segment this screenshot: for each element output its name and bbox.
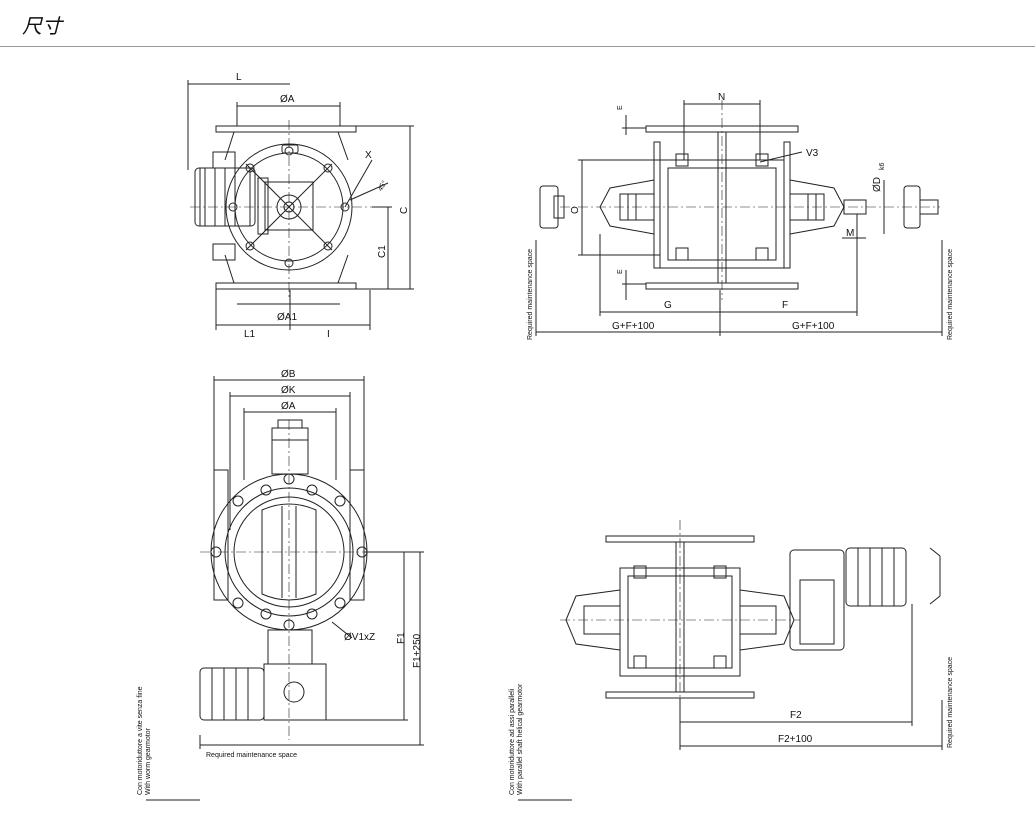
dim-angle: 45° bbox=[376, 179, 388, 192]
dim-A-front: ØA bbox=[280, 94, 295, 105]
dim-O: O bbox=[570, 206, 581, 214]
dim-D: ØD bbox=[872, 177, 883, 192]
dim-F2: F2 bbox=[790, 710, 802, 721]
dim-F1: F1 bbox=[396, 632, 407, 644]
helical-gearmotor-view bbox=[518, 520, 943, 801]
dim-N: N bbox=[718, 92, 725, 103]
dim-B: ØB bbox=[281, 369, 296, 380]
dim-G: G bbox=[664, 300, 672, 311]
title-divider bbox=[0, 46, 1035, 47]
side-view bbox=[535, 100, 943, 336]
maintenance-label-helical: Required maintenance space bbox=[947, 657, 954, 748]
note-worm-it: Con motoriduttore a vite senza fine bbox=[137, 686, 144, 795]
dim-L1: L1 bbox=[244, 329, 256, 340]
dim-D-tolerance: k6 bbox=[879, 163, 886, 171]
dim-V1xZ: ØV1xZ bbox=[344, 632, 375, 643]
dim-C: C bbox=[399, 207, 410, 214]
note-helical-it: Con motoriduttore ad assi paralleli bbox=[509, 688, 516, 795]
front-view bbox=[187, 80, 414, 330]
dim-M: M bbox=[846, 228, 854, 239]
note-helical-en: With parallel shaft helical gearmotor bbox=[517, 683, 524, 795]
dim-F1-250: F1+250 bbox=[412, 633, 423, 668]
dim-E-bottom: E bbox=[617, 269, 624, 274]
dim-A-bottom: ØA bbox=[281, 401, 296, 412]
page-title: 尺寸 bbox=[22, 14, 62, 38]
dim-GF-right: G+F+100 bbox=[792, 321, 835, 332]
worm-gearmotor-view bbox=[146, 376, 424, 801]
dim-K: ØK bbox=[281, 385, 296, 396]
dim-F2-100: F2+100 bbox=[778, 734, 813, 745]
dim-C1: C1 bbox=[377, 245, 388, 258]
note-worm-en: With worm gearmotor bbox=[145, 727, 152, 795]
dim-F: F bbox=[782, 300, 788, 311]
dim-X: X bbox=[365, 150, 372, 161]
dim-A1: ØA1 bbox=[277, 312, 297, 323]
dim-E-top: E bbox=[617, 105, 624, 110]
dim-I: I bbox=[327, 329, 330, 340]
maintenance-label-worm: Required maintenance space bbox=[206, 752, 297, 759]
maintenance-label-left: Required maintenance space bbox=[527, 249, 534, 340]
maintenance-label-right: Required maintenance space bbox=[947, 249, 954, 340]
dim-L: L bbox=[236, 72, 242, 83]
dim-GF-left: G+F+100 bbox=[612, 321, 655, 332]
dim-V3: V3 bbox=[806, 148, 819, 159]
